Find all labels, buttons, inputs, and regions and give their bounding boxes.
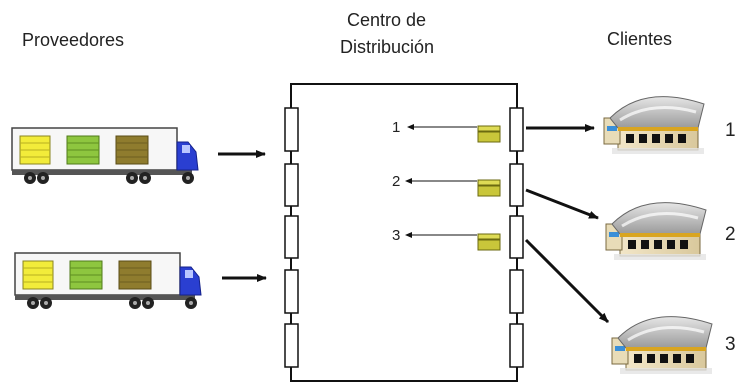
outbound-dock: [509, 163, 524, 207]
outbound-docks: [509, 107, 524, 368]
outbound-arrow-3: [524, 238, 610, 324]
center-label-line2: Distribución: [340, 37, 435, 57]
clients-label: Clientes: [607, 29, 673, 49]
client-number-1: 1: [725, 120, 736, 141]
inbound-dock: [284, 215, 299, 259]
center-label-line1: Centro de: [347, 10, 427, 30]
package-1: [477, 125, 501, 143]
client-warehouse-3: [610, 315, 714, 376]
supplier-truck-2: [14, 252, 202, 310]
dock-number-2: 2: [392, 173, 401, 190]
suppliers-label: Proveedores: [22, 30, 125, 50]
inbound-docks: [284, 107, 299, 368]
client-number-2: 2: [725, 224, 736, 245]
client-number-3: 3: [725, 334, 736, 355]
package-3: [477, 233, 501, 251]
inbound-dock: [284, 323, 299, 368]
outbound-dock: [509, 269, 524, 314]
outbound-arrow-2: [525, 188, 599, 220]
inbound-dock: [284, 163, 299, 207]
supplier-truck-1: [11, 127, 199, 185]
outbound-dock: [509, 107, 524, 152]
dock-number-3: 3: [392, 227, 401, 244]
inbound-dock: [284, 269, 299, 314]
outbound-dock: [509, 215, 524, 259]
dock-number-1: 1: [392, 119, 401, 136]
package-2: [477, 179, 501, 197]
outbound-dock: [509, 323, 524, 368]
client-warehouse-1: [602, 95, 706, 156]
inbound-dock: [284, 107, 299, 152]
client-warehouse-2: [604, 201, 708, 262]
